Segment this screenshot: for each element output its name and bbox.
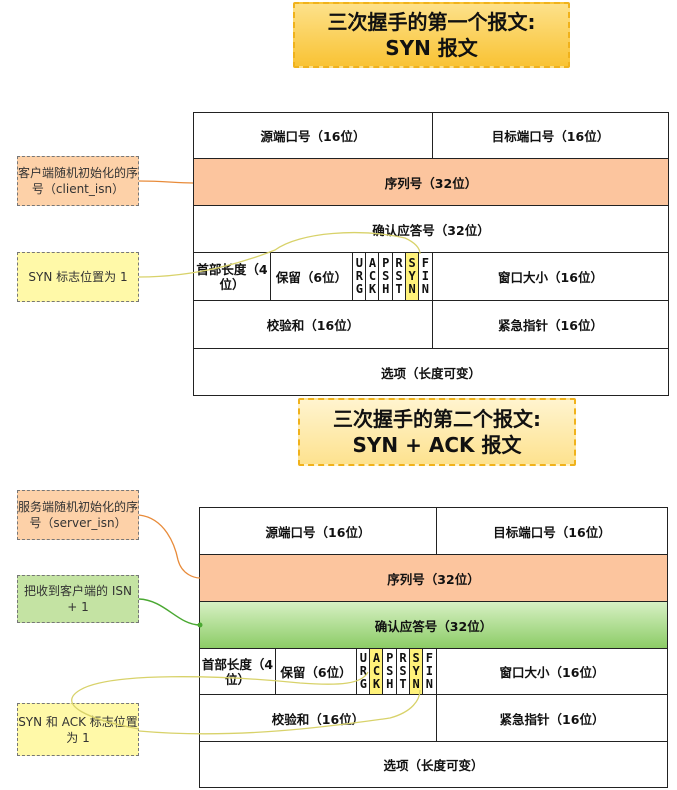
- d2-flag-urg-letter: G: [359, 677, 367, 691]
- d2-dst-port-field: 目标端口号（16位）: [436, 507, 668, 555]
- d1-options-field: 选项（长度可变）: [193, 348, 669, 396]
- d2-reserved-field: 保留（6位）: [275, 648, 357, 695]
- d1-urgent-pointer-field: 紧急指针（16位）: [432, 300, 669, 349]
- d2-syn-ack-flag-note: SYN 和 ACK 标志位置为 1: [17, 703, 139, 756]
- d2-options-field: 选项（长度可变）: [199, 741, 668, 788]
- d2-flag-urg-letter: U: [359, 651, 367, 665]
- diagram1-title-line1: 三次握手的第一个报文:: [327, 10, 536, 34]
- diagram2-title: 三次握手的第二个报文: SYN + ACK 报文: [298, 398, 576, 466]
- d2-flag-ack-letter: C: [372, 664, 381, 678]
- d2-window-field: 窗口大小（16位）: [436, 648, 668, 695]
- d2-flag-urg-letter: R: [359, 664, 367, 678]
- d2-ack-field: 确认应答号（32位）: [199, 601, 668, 649]
- d1-flag-psh-letter: H: [382, 282, 390, 296]
- d2-ack-isn-connector: [138, 598, 201, 626]
- d2-urgent-pointer-field: 紧急指针（16位）: [436, 694, 668, 742]
- d2-flag-fin-letter: I: [425, 664, 433, 678]
- d1-client-isn-connector: [138, 180, 194, 184]
- d2-checksum-field: 校验和（16位）: [199, 694, 437, 742]
- diagram2-title-line1: 三次握手的第二个报文:: [333, 407, 541, 431]
- d1-flag-fin-letter: N: [421, 282, 429, 296]
- d1-header-length-field: 首部长度（4位）: [193, 252, 271, 301]
- d1-flag-ack-letter: K: [368, 282, 377, 296]
- d1-ack-field: 确认应答号（32位）: [193, 205, 669, 253]
- d1-flag-fin-letter: I: [421, 269, 429, 283]
- diagram2-title-line2: SYN + ACK 报文: [352, 433, 522, 457]
- d1-dst-port-field: 目标端口号（16位）: [432, 112, 669, 159]
- d1-flag-rst-letter: T: [395, 282, 403, 296]
- d2-flag-syn-letter: Y: [412, 664, 420, 678]
- d2-seq-field: 序列号（32位）: [199, 554, 668, 602]
- d2-flag-ack-letter: K: [372, 677, 381, 691]
- d2-flag-psh-letter: S: [386, 664, 394, 678]
- d1-syn-flag-note: SYN 标志位置为 1: [17, 252, 139, 302]
- d2-server-isn-connector: [138, 514, 201, 579]
- d2-flag-syn-letter: S: [412, 651, 420, 665]
- d2-flag-rst-letter: T: [399, 677, 407, 691]
- d2-flag-rst-letter: S: [399, 664, 407, 678]
- d1-checksum-field: 校验和（16位）: [193, 300, 433, 349]
- d1-window-field: 窗口大小（16位）: [432, 252, 669, 301]
- d2-flag-rst-letter: R: [399, 651, 407, 665]
- d1-flag-urg-letter: G: [355, 282, 363, 296]
- d2-flag-syn-letter: N: [412, 677, 420, 691]
- d1-reserved-field: 保留（6位）: [270, 252, 353, 301]
- d2-server-isn-note: 服务端随机初始化的序号（server_isn）: [17, 490, 139, 540]
- d1-flag-fin-letter: F: [421, 256, 429, 270]
- d2-flag-psh-letter: H: [386, 677, 394, 691]
- d1-src-port-field: 源端口号（16位）: [193, 112, 433, 159]
- d2-flag-fin-letter: F: [425, 651, 433, 665]
- d2-header-length-field: 首部长度（4位）: [199, 648, 276, 695]
- d2-flag-psh-letter: P: [386, 651, 394, 665]
- diagram1-title: 三次握手的第一个报文: SYN 报文: [293, 2, 570, 68]
- d2-src-port-field: 源端口号（16位）: [199, 507, 437, 555]
- d1-client-isn-note: 客户端随机初始化的序号（client_isn）: [17, 156, 139, 206]
- d2-ack-isn-note: 把收到客户端的 ISN + 1: [17, 575, 139, 623]
- d2-flag-fin-letter: N: [425, 677, 433, 691]
- d1-seq-field: 序列号（32位）: [193, 158, 669, 206]
- d1-flag-syn-letter: N: [408, 282, 416, 296]
- d2-flag-ack-letter: A: [372, 651, 381, 665]
- diagram1-title-line2: SYN 报文: [385, 36, 478, 60]
